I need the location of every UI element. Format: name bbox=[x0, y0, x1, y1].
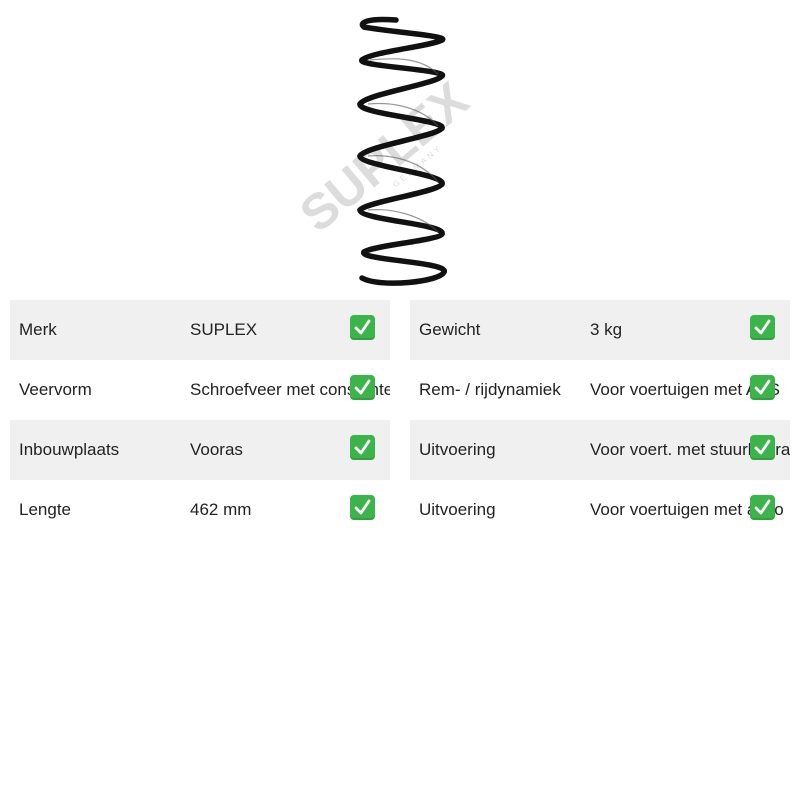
check-icon bbox=[750, 495, 775, 520]
spec-row-version-aircon: Uitvoering Voor voertuigen met airco bbox=[410, 480, 790, 540]
check-icon bbox=[750, 375, 775, 400]
spec-value: Schroefveer met constante bbox=[190, 380, 390, 399]
spec-value: Voor voertuigen met airco bbox=[590, 500, 784, 519]
spec-label: Merk bbox=[19, 320, 57, 339]
check-icon bbox=[350, 495, 375, 520]
spec-row-weight: Gewicht 3 kg bbox=[410, 300, 790, 360]
spec-value: Voor voert. met stuurbekrachtiging bbox=[590, 440, 790, 459]
product-image: SUPLEX GERMANY bbox=[300, 10, 500, 290]
spring-highlights bbox=[367, 58, 439, 233]
spec-value: 3 kg bbox=[590, 320, 623, 339]
spec-label: Uitvoering bbox=[419, 440, 496, 459]
spec-value: Vooras bbox=[190, 440, 243, 459]
check-icon bbox=[350, 375, 375, 400]
spec-table-right: Gewicht 3 kg Rem- / rijdynamiek Voor voe… bbox=[410, 300, 790, 540]
spec-label: Uitvoering bbox=[419, 500, 496, 519]
coil-spring-image: SUPLEX GERMANY bbox=[300, 16, 479, 286]
spec-value: SUPLEX bbox=[190, 320, 258, 339]
spec-value: Voor voertuigen met ABS bbox=[590, 380, 780, 399]
check-icon bbox=[750, 435, 775, 460]
spec-label: Inbouwplaats bbox=[19, 440, 120, 459]
check-icon bbox=[350, 315, 375, 340]
spring-coils bbox=[357, 16, 447, 286]
spec-label: Gewicht bbox=[419, 320, 481, 339]
spec-row-spring-shape: Veervorm Schroefveer met constante bbox=[10, 360, 390, 420]
check-icon bbox=[350, 435, 375, 460]
spec-row-brake-dynamics: Rem- / rijdynamiek Voor voertuigen met A… bbox=[410, 360, 790, 420]
spec-row-version-steering: Uitvoering Voor voert. met stuurbekracht… bbox=[410, 420, 790, 480]
spec-value: 462 mm bbox=[190, 500, 252, 519]
spec-row-length: Lengte 462 mm bbox=[10, 480, 390, 540]
spec-label: Veervorm bbox=[19, 380, 92, 399]
spec-label: Lengte bbox=[19, 500, 71, 519]
spec-table-left: Merk SUPLEX Veervorm Schroefveer met con… bbox=[10, 300, 390, 540]
spec-row-brand: Merk SUPLEX bbox=[10, 300, 390, 360]
spec-label: Rem- / rijdynamiek bbox=[419, 380, 561, 399]
check-icon bbox=[750, 315, 775, 340]
spec-row-fitting-position: Inbouwplaats Vooras bbox=[10, 420, 390, 480]
